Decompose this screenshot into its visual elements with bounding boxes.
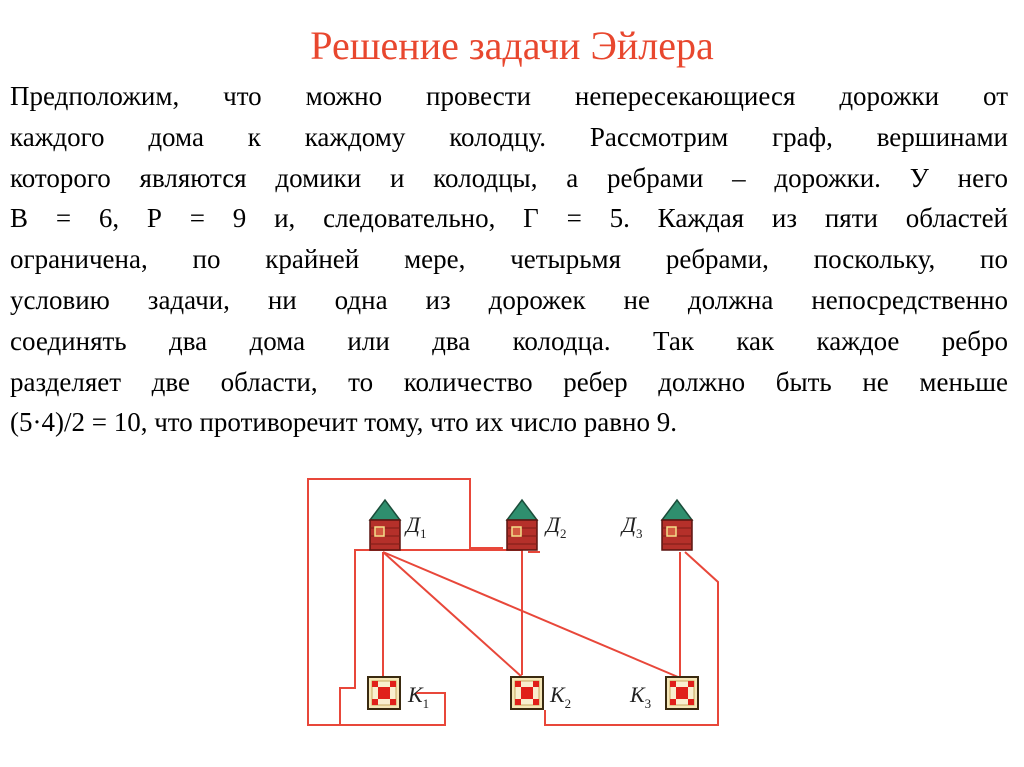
house-d3 bbox=[661, 499, 693, 551]
slide-title: Решение задачи Эйлера bbox=[310, 23, 714, 68]
edge-d3-k2 bbox=[544, 551, 719, 726]
paragraph-line: которого являются домики и колодцы, а ре… bbox=[10, 162, 1008, 193]
explanation-paragraph: Предположим, что можно провести непересе… bbox=[10, 76, 1008, 443]
paragraph-line: разделяет две области, то количество реб… bbox=[10, 366, 1008, 397]
house-d2 bbox=[506, 499, 538, 551]
edge-d1-k3 bbox=[382, 551, 679, 678]
house-d3-label: Д3 bbox=[620, 512, 643, 541]
paragraph-line: (5·4)/2 = 10, что противоречит тому, что… bbox=[10, 407, 677, 438]
house-d1-label: Д1 bbox=[404, 512, 427, 541]
paragraph-line: условию задачи, ни одна из дорожек не до… bbox=[10, 284, 1008, 315]
houses-wells-graph: Д1 Д2 Д3 К1 К2 К3 bbox=[307, 478, 719, 726]
well-k1 bbox=[367, 676, 401, 710]
edge-d2-k1 bbox=[307, 478, 503, 726]
house-d2-label: Д2 bbox=[544, 512, 567, 541]
well-k2-label: К2 bbox=[549, 682, 571, 711]
edge-d1-k2 bbox=[382, 551, 523, 678]
house-d1 bbox=[369, 499, 401, 551]
paragraph-line: В = 6, Р = 9 и, следовательно, Г = 5. Ка… bbox=[10, 203, 1008, 234]
well-k3-label: К3 bbox=[629, 682, 651, 711]
well-k2 bbox=[510, 676, 544, 710]
edge-d1-k1 bbox=[382, 552, 386, 694]
paragraph-line: ограничена, по крайней мере, четырьмя ре… bbox=[10, 244, 1008, 275]
well-k1-label: К1 bbox=[407, 682, 429, 711]
well-k3 bbox=[665, 676, 699, 710]
paragraph-line: каждого дома к каждому колодцу. Рассмотр… bbox=[10, 121, 1008, 152]
paragraph-line: Предположим, что можно провести непересе… bbox=[10, 81, 1008, 111]
paragraph-line: соединять два дома или два колодца. Так … bbox=[10, 325, 1008, 356]
